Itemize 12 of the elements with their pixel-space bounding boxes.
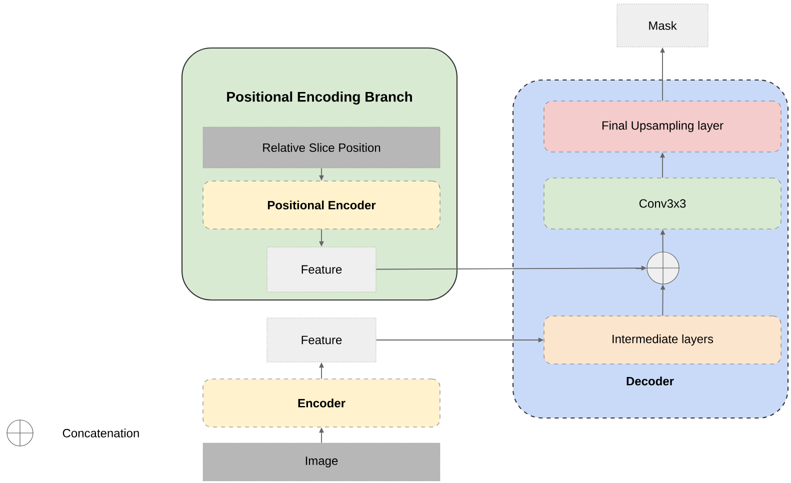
layer-box: Intermediate layers <box>544 316 782 364</box>
layer-box: Conv3x3 <box>544 178 782 230</box>
feature-box: Feature <box>266 246 376 292</box>
encoder-box: Encoder <box>202 378 440 428</box>
layer-box: Final Upsampling layer <box>544 100 782 152</box>
input-box: Image <box>202 442 440 482</box>
concatenation-symbol <box>646 251 680 285</box>
input-box: Relative Slice Position <box>202 126 440 168</box>
feature-box: Mask <box>616 4 708 48</box>
legend-text: Concatenation <box>62 428 139 438</box>
feature-box: Feature <box>266 318 376 362</box>
encoder-box: Positional Encoder <box>202 180 440 230</box>
